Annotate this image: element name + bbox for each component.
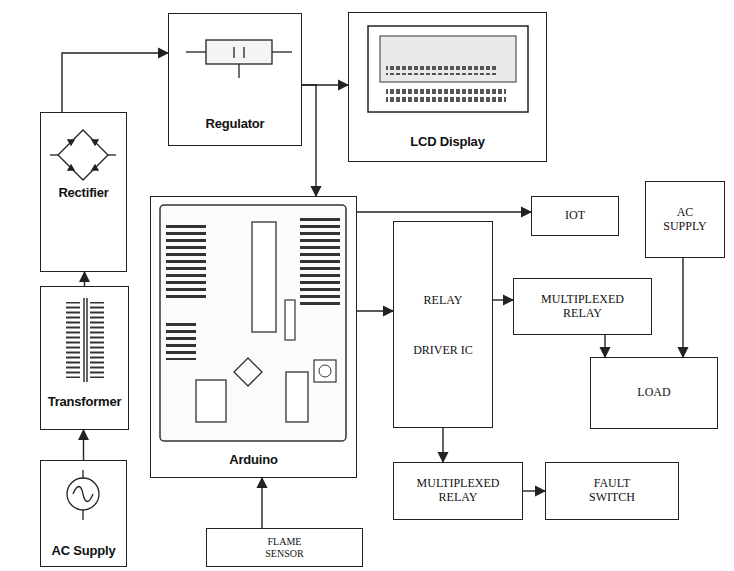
ac-supply-box: AC SUPPLY — [645, 181, 725, 258]
box-label: AC SUPPLY — [658, 206, 713, 234]
rectifier-box: Rectifier — [40, 112, 127, 272]
multiplexed-relay-box: MULTIPLEXED RELAY — [513, 278, 652, 335]
connector-arrow — [442, 428, 443, 462]
box-label: Transformer — [48, 394, 122, 409]
lcd-symbol — [368, 26, 528, 112]
transformer-box: Transformer — [40, 286, 129, 430]
relay-driver-box: RELAY DRIVER IC — [393, 221, 493, 428]
box-label: Regulator — [206, 116, 265, 131]
connector-arrow — [604, 335, 605, 357]
regulator-box: Regulator — [168, 13, 302, 146]
connector-arrow — [493, 299, 513, 300]
connector-arrow — [523, 490, 545, 491]
arduino-board-image — [160, 205, 346, 441]
connector-arrow — [357, 310, 393, 311]
load-box: LOAD — [590, 357, 718, 429]
transformer-symbol — [66, 298, 104, 382]
multiplexed-relay-box: MULTIPLEXED RELAY — [393, 462, 523, 520]
lcd-display-box: LCD Display — [348, 12, 547, 162]
box-label: IOT — [565, 209, 585, 223]
connector-arrow — [83, 430, 84, 460]
iot-box: IOT — [531, 196, 619, 236]
box-label: FAULT SWITCH — [582, 477, 642, 505]
arduino-box: Arduino — [150, 196, 357, 478]
box-label: LOAD — [637, 386, 670, 400]
flame-sensor-box: FLAME SENSOR — [206, 528, 363, 567]
ac-supply-box: AC Supply — [40, 460, 127, 567]
connector-arrow — [682, 258, 683, 357]
ac-source-symbol — [67, 470, 99, 520]
box-label: LCD Display — [410, 134, 484, 149]
box-label: AC Supply — [52, 543, 116, 558]
box-label: Rectifier — [58, 185, 108, 200]
regulator-symbol — [186, 40, 292, 78]
box-label: FLAME SENSOR — [255, 536, 315, 559]
bridge-rectifier-symbol — [50, 130, 116, 180]
box-label: MULTIPLEXED RELAY — [408, 477, 508, 505]
connector-arrow — [357, 211, 531, 212]
connector-arrow — [302, 85, 316, 196]
fault-switch-box: FAULT SWITCH — [545, 462, 679, 520]
box-label: RELAY DRIVER IC — [413, 275, 473, 375]
connector-arrow — [261, 478, 262, 528]
connector-arrow — [62, 53, 168, 112]
connector-arrow — [84, 272, 85, 286]
box-label: MULTIPLEXED RELAY — [533, 293, 633, 321]
box-label: Arduino — [229, 452, 277, 467]
